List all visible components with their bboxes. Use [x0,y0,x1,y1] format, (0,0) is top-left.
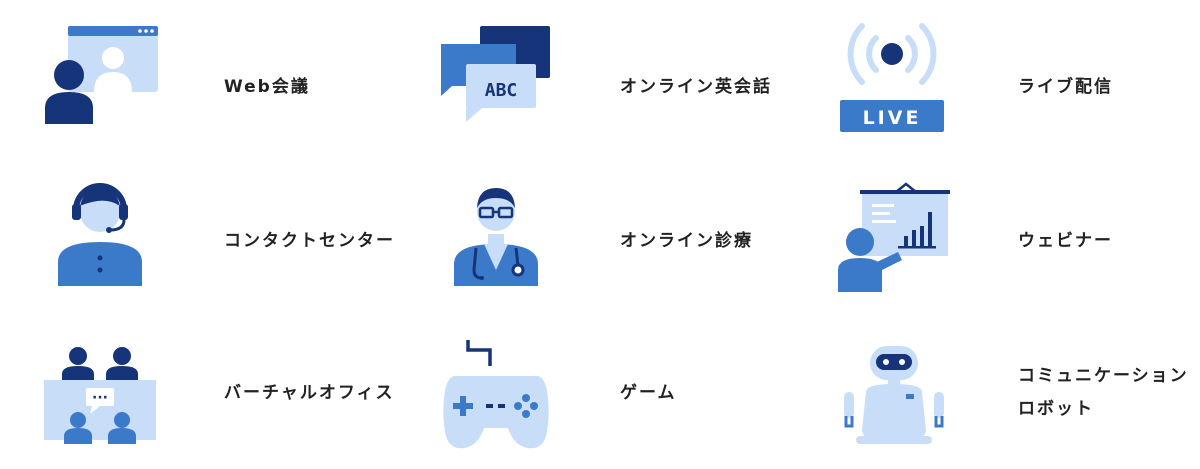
doctor-icon [438,166,578,316]
use-case-label: ライブ配信 [1018,76,1113,97]
use-case-communication-robot: コミュニケーション ロボット [836,318,1200,468]
robot-icon [836,318,976,468]
use-case-game: ゲーム [438,318,828,468]
use-case-label: Web会議 [224,76,310,97]
use-case-label: ウェビナー [1018,230,1113,251]
web-meeting-icon [42,12,182,162]
use-case-label: オンライン診療 [620,230,753,251]
live-text: LIVE [863,107,922,129]
use-case-online-medical: オンライン診療 [438,166,828,316]
use-case-label: コンタクトセンター [224,230,395,251]
use-case-label: コミュニケーション ロボット [1018,366,1189,419]
headset-operator-icon [42,166,182,316]
use-case-label: バーチャルオフィス [224,382,395,403]
use-case-label: オンライン英会話 [620,76,772,97]
game-controller-icon [438,318,578,468]
use-case-online-english: ABC オンライン英会話 [438,12,828,162]
use-case-label: ゲーム [620,382,677,403]
use-case-web-meeting: Web会議 [42,12,432,162]
use-case-virtual-office: ··· バーチャルオフィス [42,318,432,468]
speech-bubbles-icon: ABC [438,12,578,162]
presentation-icon [836,166,976,316]
chat-dots-text: ··· [92,390,108,406]
live-broadcast-icon: LIVE [836,12,976,162]
use-case-live-broadcast: LIVE ライブ配信 [836,12,1200,162]
use-case-contact-center: コンタクトセンター [42,166,432,316]
use-case-webinar: ウェビナー [836,166,1200,316]
abc-text: ABC [485,80,518,101]
virtual-office-icon: ··· [42,318,182,468]
